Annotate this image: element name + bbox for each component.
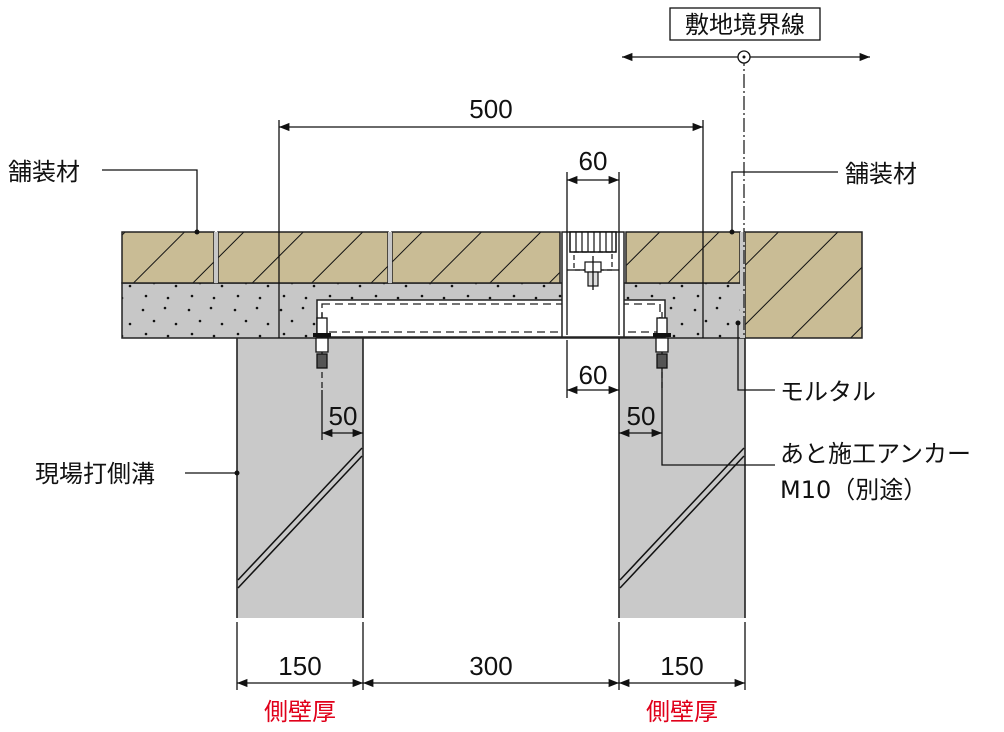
paving-left-label: 舗装材 <box>8 158 80 186</box>
grating <box>567 231 619 290</box>
left-side-wall <box>236 338 364 618</box>
anchor-label-line1: あと施工アンカー <box>780 440 971 468</box>
site-boundary: 敷地境界線 <box>622 7 870 338</box>
paving-layer <box>121 231 863 339</box>
mortar-label: モルタル <box>780 378 876 406</box>
dimensions: 500 60 60 50 50 150 300 150 側壁厚 側壁厚 <box>236 94 746 726</box>
dim-anchor-left: 50 <box>329 401 358 431</box>
dim-anchor-right: 50 <box>627 401 656 431</box>
dim-wall-right: 150 <box>660 651 703 681</box>
boundary-label: 敷地境界線 <box>685 11 805 39</box>
dim-overall: 500 <box>469 94 512 124</box>
dim-grating-bottom: 60 <box>579 360 608 390</box>
dim-wall-left: 150 <box>278 651 321 681</box>
paving-right-label: 舗装材 <box>845 160 917 188</box>
wall-thickness-left-label: 側壁厚 <box>264 698 336 726</box>
dim-grating-top: 60 <box>579 146 608 176</box>
leaders: 舗装材 舗装材 モルタル あと施工アンカー M10（別途） 現場打側溝 <box>8 158 971 504</box>
anchor-bolt-left <box>313 312 331 390</box>
wall-thickness-right-label: 側壁厚 <box>646 698 718 726</box>
anchor-label-line2: M10（別途） <box>780 476 927 504</box>
right-side-wall <box>618 338 746 618</box>
dim-channel: 300 <box>469 651 512 681</box>
gutter-label: 現場打側溝 <box>35 460 155 488</box>
